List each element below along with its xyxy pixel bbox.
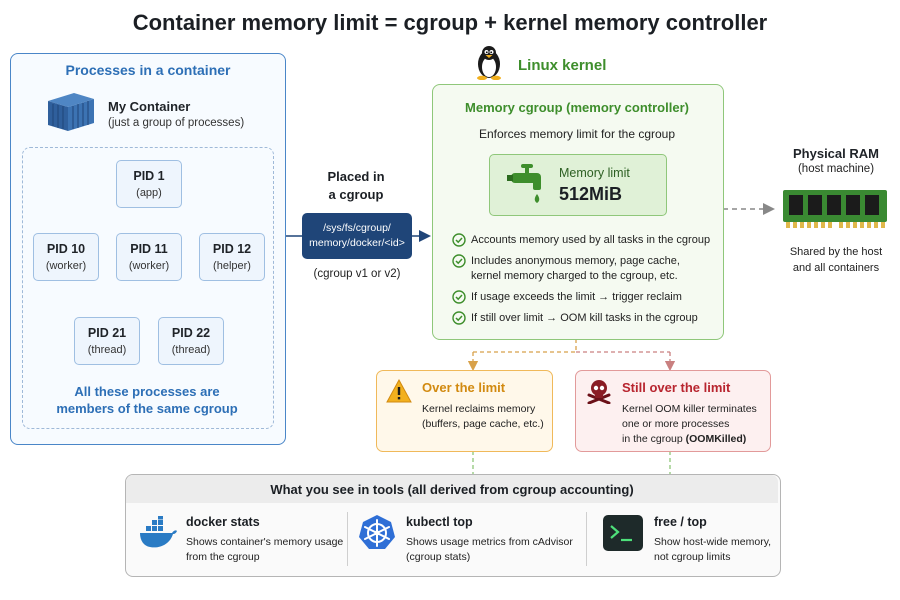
tool-desc-line: Shows usage metrics from cAdvisor [406,536,573,548]
container-box-icon [48,93,94,131]
pid-role: (thread) [87,344,127,356]
docker-whale-icon [140,516,177,548]
tool-name-free-top: free / top [654,515,707,529]
tool-desc-line: Shows container's memory usage [186,536,344,548]
tool-desc-line: from the cgroup [186,551,260,563]
over-limit-title: Over the limit [422,380,506,395]
bullet-line: kernel memory charged to the cgroup, etc… [471,269,678,282]
linux-tux-icon [477,46,501,80]
physical-ram-subtitle: (host machine) [797,163,875,175]
pid-label: PID 21 [87,326,127,340]
tool-desc-kubectl-top: Shows usage metrics from cAdvisor (cgrou… [406,535,573,565]
memory-limit-box [489,154,667,216]
pid-role: (worker) [45,260,87,272]
tools-panel-title: What you see in tools (all derived from … [270,482,634,497]
tool-desc-line: not cgroup limits [654,551,731,563]
still-over-limit-title: Still over the limit [622,380,731,395]
tools-panel-header [126,475,778,503]
tools-divider [586,512,587,566]
oom-line: Kernel OOM killer terminates [622,403,757,415]
container-name: My Container [108,99,191,114]
outcome-branch-lines [467,339,676,372]
cgroup-path-line: memory/docker/<id> [309,237,405,249]
memory-cgroup-title: Memory cgroup (memory controller) [465,100,689,115]
process-pid-21: PID 21 (thread) [74,317,140,365]
pid-label: PID 10 [46,242,86,256]
container-description: (just a group of processes) [108,117,245,129]
tools-divider [347,512,348,566]
footer-line: members of the same cgroup [56,401,238,416]
placed-line: Placed in [327,169,385,184]
check-circle-icon [452,311,466,325]
tool-desc-free-top: Show host-wide memory, not cgroup limits [654,535,771,565]
over-limit-line: (buffers, page cache, etc.) [422,418,544,430]
warning-triangle-icon [386,379,412,403]
cgroup-bullet: If usage exceeds the limit → trigger rec… [471,290,682,305]
ram-footer-line: and all containers [792,262,880,274]
tool-name-kubectl-top: kubectl top [406,515,473,529]
check-circle-icon [452,290,466,304]
cgroup-path-box: /sys/fs/cgroup/ memory/docker/<id> [302,213,412,259]
still-over-limit-box [575,370,771,452]
diagram-title: Container memory limit = cgroup + kernel… [132,10,768,35]
bullet-line: Includes anonymous memory, page cache, [471,255,680,267]
placed-line: a cgroup [328,187,384,202]
cgroup-bullet: If still over limit → OOM kill tasks in … [471,311,698,326]
cgroup-bullet: Accounts memory used by all tasks in the… [471,233,710,248]
footer-line: All these processes are [74,384,220,399]
pid-role: (helper) [213,260,251,272]
pid-label: PID 22 [171,326,211,340]
process-group-outline [22,147,274,429]
cgroup-path-line: /sys/fs/cgroup/ [323,222,391,234]
pid-label: PID 12 [212,242,252,256]
bullet-line: If still over limit → OOM kill tasks in … [471,312,698,324]
physical-ram-footer: Shared by the host and all containers [772,244,900,276]
bullet-line: Accounts memory used by all tasks in the… [471,234,711,246]
check-circle-icon [452,233,466,247]
memory-cgroup-subtitle: Enforces memory limit for the cgroup [478,127,676,141]
oom-line-prefix: in the cgroup [622,433,686,445]
still-over-limit-text: Kernel OOM killer terminates one or more… [622,402,757,447]
over-limit-line: Kernel reclaims memory [422,403,536,415]
pid-role: (app) [136,187,162,199]
linux-kernel-label: Linux kernel [518,57,607,74]
process-pid-1: PID 1 (app) [116,160,182,208]
cgroup-bullet: Includes anonymous memory, page cache, k… [471,254,680,283]
bullet-line: If usage exceeds the limit → trigger rec… [471,291,682,303]
oom-line: in the cgroup (OOMKilled) [622,432,757,447]
process-pid-11: PID 11 (worker) [116,233,182,281]
ram-footer-line: Shared by the host [789,246,883,258]
process-pid-22: PID 22 (thread) [158,317,224,365]
over-limit-box [376,370,553,452]
kubernetes-helm-icon [359,515,395,549]
pid-label: PID 1 [133,169,165,183]
oomkilled-label: (OOMKilled) [685,433,747,445]
over-limit-text: Kernel reclaims memory (buffers, page ca… [422,402,544,432]
memory-limit-label: Memory limit [559,166,630,180]
cgroup-version-note: (cgroup v1 or v2) [313,268,401,280]
memory-limit-value: 512MiB [559,184,623,204]
oom-line: one or more processes [622,418,730,430]
tool-desc-line: (cgroup stats) [406,551,471,563]
placed-in-cgroup-label: Placed in a cgroup [310,168,402,204]
physical-ram-title: Physical RAM [793,146,879,161]
process-pid-12: PID 12 (helper) [199,233,265,281]
pid-label: PID 11 [130,242,168,256]
faucet-icon [507,164,541,203]
ram-stick-icon [783,190,887,228]
terminal-icon [603,515,643,551]
tool-desc-line: Show host-wide memory, [654,536,772,548]
container-panel-heading: Processes in a container [65,62,231,78]
tool-desc-docker-stats: Shows container's memory usage from the … [186,535,343,565]
pid-role: (worker) [128,260,170,272]
container-panel-footer: All these processes are members of the s… [22,383,272,417]
skull-crossbones-icon [587,380,611,404]
process-pid-10: PID 10 (worker) [33,233,99,281]
tool-name-docker-stats: docker stats [186,515,260,529]
check-circle-icon [452,254,466,268]
pid-role: (thread) [171,344,211,356]
